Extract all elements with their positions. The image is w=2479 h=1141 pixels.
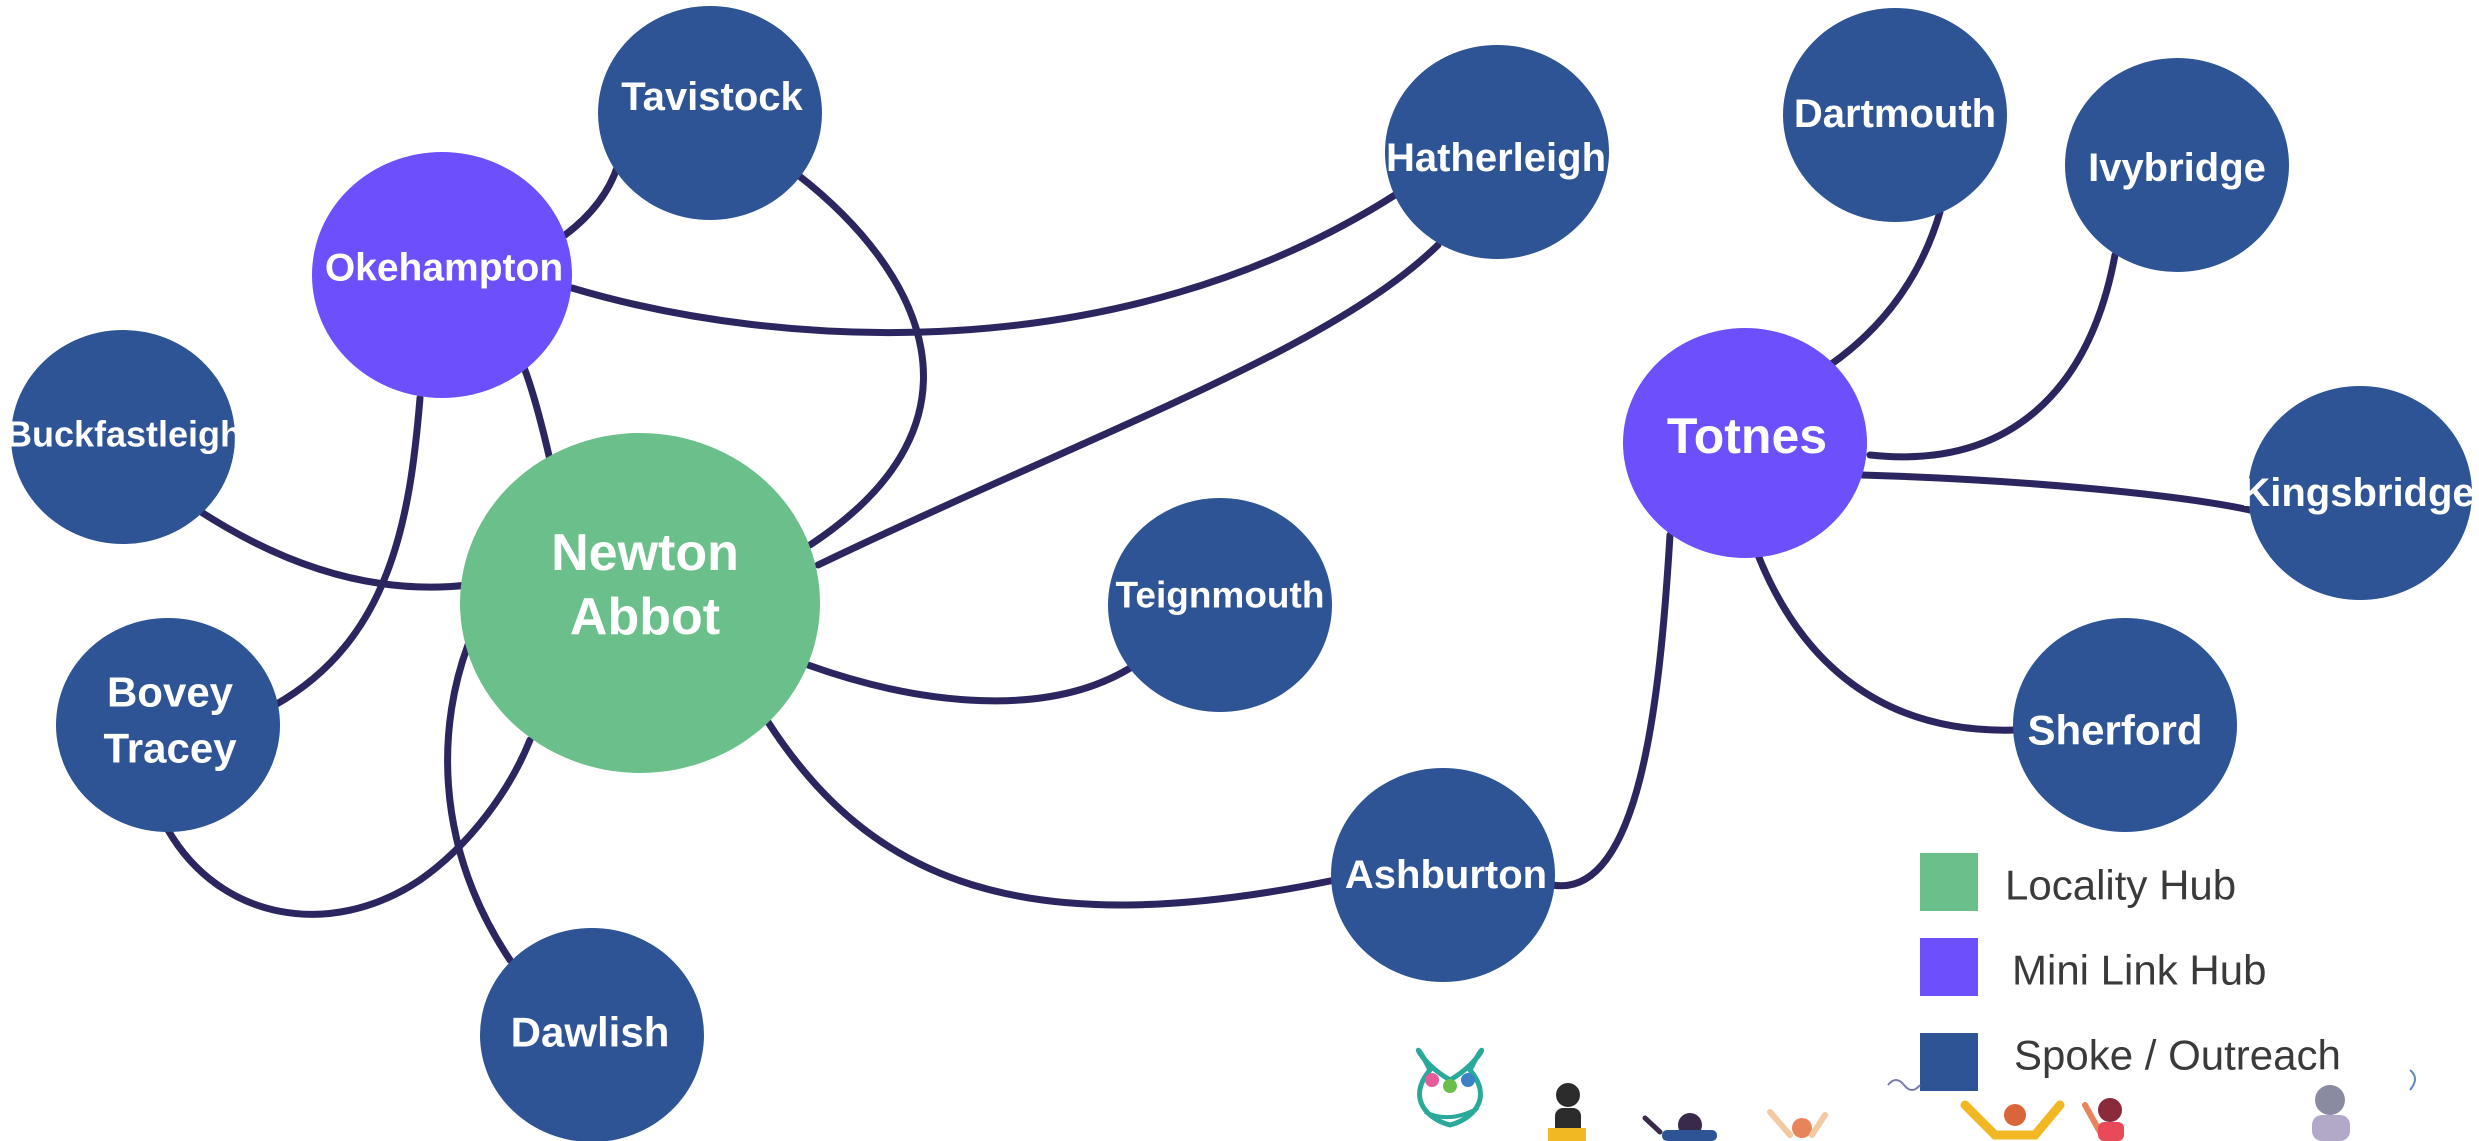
- node-teignmouth[interactable]: Teignmouth: [1108, 498, 1332, 712]
- node-teignmouth-label: Teignmouth: [1116, 575, 1325, 616]
- node-okehampton-circle: [312, 152, 572, 398]
- node-newton-abbot-label-line1: Newton: [551, 524, 739, 582]
- node-tavistock-label: Tavistock: [621, 75, 803, 119]
- node-bovey-tracey-circle: [56, 618, 280, 832]
- connection-newton-abbot-tavistock: [794, 171, 927, 549]
- node-newton-abbot-label-line2: Abbot: [570, 588, 720, 646]
- legend-swatch-spoke-outreach: [1920, 1033, 1978, 1091]
- node-okehampton-label: Okehampton: [325, 247, 563, 290]
- node-buckfastleigh-label: Buckfastleigh: [6, 414, 242, 455]
- legend: Locality Hub Mini Link Hub Spoke / Outre…: [1920, 853, 2341, 1091]
- node-tavistock-circle: [598, 6, 822, 220]
- node-dartmouth-circle: [1783, 8, 2007, 222]
- connection-totnes-kingsbridge: [1858, 471, 2254, 514]
- node-teignmouth-circle: [1108, 498, 1332, 712]
- node-okehampton[interactable]: Okehampton: [312, 152, 572, 398]
- connection-totnes-sherford: [1754, 551, 2022, 734]
- legend-swatch-mini-link-hub: [1920, 938, 1978, 996]
- connection-newton-abbot-hatherleigh: [814, 241, 1442, 569]
- node-ashburton-label: Ashburton: [1345, 853, 1547, 897]
- legend-label-locality-hub: Locality Hub: [2005, 862, 2236, 909]
- node-hatherleigh[interactable]: Hatherleigh: [1385, 45, 1609, 259]
- node-totnes-circle: [1623, 328, 1867, 558]
- connection-totnes-ivybridge: [1866, 251, 2119, 461]
- node-dawlish-circle: [480, 928, 704, 1141]
- node-ivybridge-label: Ivybridge: [2088, 146, 2266, 190]
- connections: [164, 161, 2254, 964]
- node-bovey-tracey-label-line2: Tracey: [103, 725, 237, 772]
- node-dawlish[interactable]: Dawlish: [480, 928, 704, 1141]
- node-hatherleigh-label: Hatherleigh: [1386, 136, 1606, 180]
- node-dartmouth-label: Dartmouth: [1794, 92, 1996, 136]
- connection-newton-abbot-bovey-tracey: [164, 736, 534, 918]
- connection-newton-abbot-buckfastleigh: [194, 506, 472, 591]
- node-newton-abbot-circle: [460, 433, 820, 773]
- node-tavistock[interactable]: Tavistock: [598, 6, 822, 220]
- heart-people-logo: [1415, 1047, 1485, 1128]
- legend-label-mini-link-hub: Mini Link Hub: [2012, 947, 2266, 994]
- connection-okehampton-bovey-tracey: [271, 394, 424, 709]
- node-hatherleigh-circle: [1385, 45, 1609, 259]
- node-bovey-tracey-label-line1: Bovey: [107, 669, 234, 716]
- node-newton-abbot[interactable]: Newton Abbot: [460, 433, 820, 773]
- connection-okehampton-tavistock: [561, 161, 622, 239]
- node-ashburton[interactable]: Ashburton: [1331, 768, 1555, 982]
- node-sherford-label: Sherford: [2027, 707, 2202, 754]
- connection-totnes-ashburton: [1548, 531, 1674, 890]
- node-dartmouth[interactable]: Dartmouth: [1783, 8, 2007, 222]
- legend-swatch-locality-hub: [1920, 853, 1978, 911]
- node-ivybridge[interactable]: Ivybridge: [2065, 58, 2289, 272]
- node-kingsbridge-circle: [2248, 386, 2472, 600]
- connection-okehampton-hatherleigh: [568, 191, 1399, 336]
- connection-newton-abbot-teignmouth: [804, 661, 1139, 705]
- people-celebrating-illustration: [1415, 1047, 2416, 1141]
- node-sherford[interactable]: Sherford: [2013, 618, 2237, 832]
- connection-newton-abbot-dawlish: [444, 641, 514, 964]
- node-buckfastleigh[interactable]: Buckfastleigh: [6, 330, 242, 544]
- node-ashburton-circle: [1331, 768, 1555, 982]
- node-kingsbridge[interactable]: Kingsbridge: [2241, 386, 2475, 600]
- node-buckfastleigh-circle: [11, 330, 235, 544]
- legend-label-spoke-outreach: Spoke / Outreach: [2014, 1032, 2341, 1079]
- nodes: Newton Abbot Okehampton Totnes Tavistock…: [6, 6, 2475, 1141]
- connection-totnes-dartmouth: [1826, 208, 1944, 369]
- node-kingsbridge-label: Kingsbridge: [2241, 471, 2474, 515]
- node-ivybridge-circle: [2065, 58, 2289, 272]
- node-dawlish-label: Dawlish: [511, 1009, 670, 1056]
- node-bovey-tracey[interactable]: Bovey Tracey: [56, 618, 280, 832]
- connection-newton-abbot-ashburton: [764, 718, 1339, 909]
- node-totnes[interactable]: Totnes: [1623, 328, 1867, 558]
- connection-newton-abbot-okehampton: [519, 361, 554, 464]
- node-sherford-circle: [2013, 618, 2237, 832]
- node-totnes-label: Totnes: [1667, 408, 1827, 464]
